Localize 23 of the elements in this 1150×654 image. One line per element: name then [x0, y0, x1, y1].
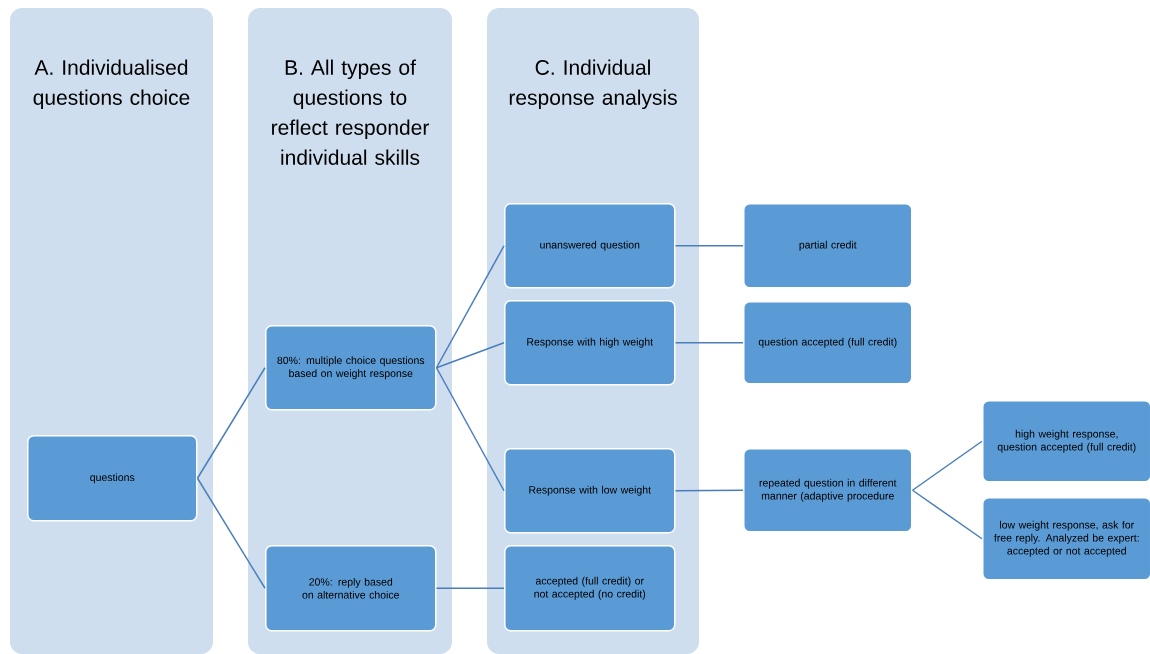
- process-box: high weight response, question accepted (full credit): [982, 400, 1150, 483]
- process-box: low weight response, ask for free reply. Analyzed be expert: accepted or not accepted: [982, 497, 1150, 581]
- process-box: 20%: reply based on alternative choice: [265, 545, 437, 632]
- process-box: Response with low weight: [504, 448, 676, 534]
- connector-line: [196, 477, 266, 589]
- connector-line: [435, 342, 505, 369]
- connector-line: [435, 245, 505, 369]
- connector-line: [196, 367, 266, 479]
- process-box: questions: [27, 435, 198, 522]
- process-box: Response with high weight: [504, 300, 676, 386]
- process-box: unanswered question: [504, 203, 676, 289]
- process-box: question accepted (full credit): [743, 301, 913, 385]
- process-box: repeated question in different manner (adaptive procedure: [743, 448, 913, 533]
- connector-line: [911, 440, 983, 491]
- connector-line: [911, 489, 983, 540]
- process-box: partial credit: [743, 203, 913, 289]
- process-box: accepted (full credit) or not accepted (no credit): [504, 545, 676, 632]
- connector-line: [674, 245, 744, 247]
- process-box: 80%: multiple choice questions based on weight response: [265, 325, 437, 411]
- connector-line: [435, 367, 505, 492]
- connector-line: [674, 489, 744, 492]
- connector-line: [674, 342, 744, 344]
- connector-line: [435, 587, 505, 589]
